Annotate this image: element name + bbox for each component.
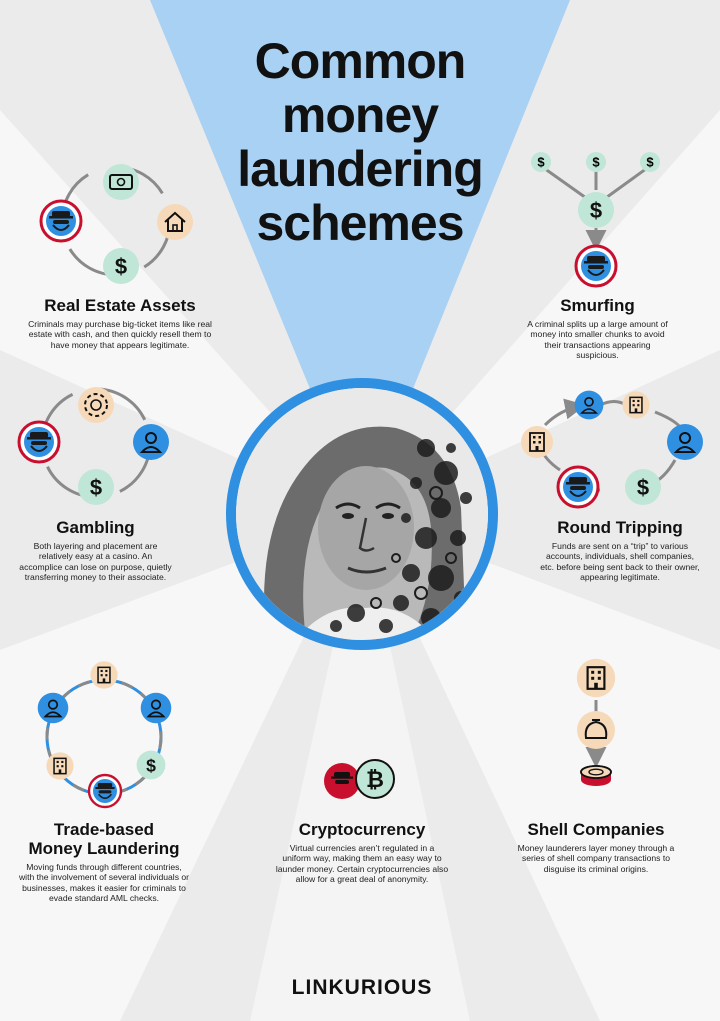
banknote-portrait-illustration — [236, 388, 488, 640]
building-icon — [520, 425, 554, 459]
criminal-icon — [324, 763, 360, 799]
svg-text:$: $ — [592, 155, 600, 170]
person-icon — [666, 423, 704, 461]
section-text: Funds are sent on a “trip” to various ac… — [540, 541, 700, 583]
cryptocurrency-diagram: ₿ — [324, 759, 395, 799]
dollar-icon: $ — [586, 152, 606, 172]
brand-logo: LINKURIOUS — [291, 976, 433, 999]
criminal-icon — [17, 420, 61, 464]
casino-chip-icon — [78, 387, 114, 423]
person-icon — [139, 691, 173, 725]
svg-text:$: $ — [537, 155, 545, 170]
trade-based-diagram — [36, 660, 173, 809]
section-text: A criminal splits up a large amount of m… — [527, 319, 668, 361]
section-smurfing: Smurfing A criminal splits up a large am… — [525, 296, 670, 361]
dollar-icon — [78, 469, 114, 505]
section-title: Cryptocurrency — [298, 820, 426, 839]
dollar-icon — [625, 469, 661, 505]
dollar-icon — [136, 750, 166, 780]
section-shell-companies: Shell Companies Money launderers layer m… — [515, 820, 677, 874]
dollar-icon: $ — [640, 152, 660, 172]
title-line: Common — [254, 33, 467, 89]
svg-text:$: $ — [646, 155, 654, 170]
real-estate-diagram — [39, 164, 193, 284]
bitcoin-icon: ₿ — [355, 759, 395, 799]
person-icon — [573, 389, 605, 421]
section-gambling: Gambling Both layering and placement are… — [18, 518, 173, 583]
building-icon — [89, 660, 119, 690]
title-line: laundering — [237, 141, 484, 197]
gambling-diagram — [17, 387, 170, 505]
building-icon — [45, 751, 75, 781]
dollar-icon: $ — [531, 152, 551, 172]
section-text: Moving funds through different countries… — [18, 862, 190, 904]
section-text: Criminals may purchase big-ticket items … — [28, 319, 212, 350]
svg-text:₿: ₿ — [366, 768, 384, 793]
section-round-tripping: Round Tripping Funds are sent on a “trip… — [540, 518, 700, 583]
section-title: Smurfing — [560, 296, 635, 315]
ray-lower-right — [362, 515, 720, 1021]
building-icon — [575, 657, 617, 699]
section-title: Round Tripping — [557, 518, 683, 537]
portrait-frame — [226, 378, 498, 650]
coins-icon — [580, 765, 612, 786]
title-line: money — [281, 87, 439, 143]
criminal-icon — [87, 773, 123, 809]
criminal-icon — [556, 465, 600, 509]
person-icon — [132, 423, 170, 461]
section-text: Money launderers layer money through a s… — [517, 843, 675, 874]
round-tripping-diagram — [520, 389, 704, 509]
dollar-icon — [103, 248, 139, 284]
section-title: Gambling — [56, 518, 135, 537]
section-cryptocurrency: Cryptocurrency Virtual currencies aren’t… — [275, 820, 449, 885]
person-icon — [36, 691, 70, 725]
smurfing-diagram: $ $ $ — [531, 152, 660, 288]
sack-icon — [577, 711, 615, 749]
section-text: Virtual currencies aren’t regulated in a… — [275, 843, 449, 885]
dollar-icon — [578, 192, 614, 228]
house-icon — [157, 204, 193, 240]
section-title: Shell Companies — [527, 820, 665, 839]
section-title: Real Estate Assets — [44, 296, 196, 315]
ray-top — [150, 0, 570, 515]
cash-icon — [103, 164, 139, 200]
section-real-estate: Real Estate Assets Criminals may purchas… — [25, 296, 215, 350]
building-icon — [621, 390, 651, 420]
criminal-icon — [39, 199, 83, 243]
title-line: schemes — [256, 195, 464, 251]
section-text: Both layering and placement are relative… — [19, 541, 172, 583]
criminal-icon — [574, 244, 618, 288]
portrait-image — [236, 388, 488, 640]
page-title: Common money laundering schemes — [190, 34, 530, 250]
ray-lower-left — [0, 515, 362, 1021]
shell-companies-diagram — [575, 657, 617, 786]
